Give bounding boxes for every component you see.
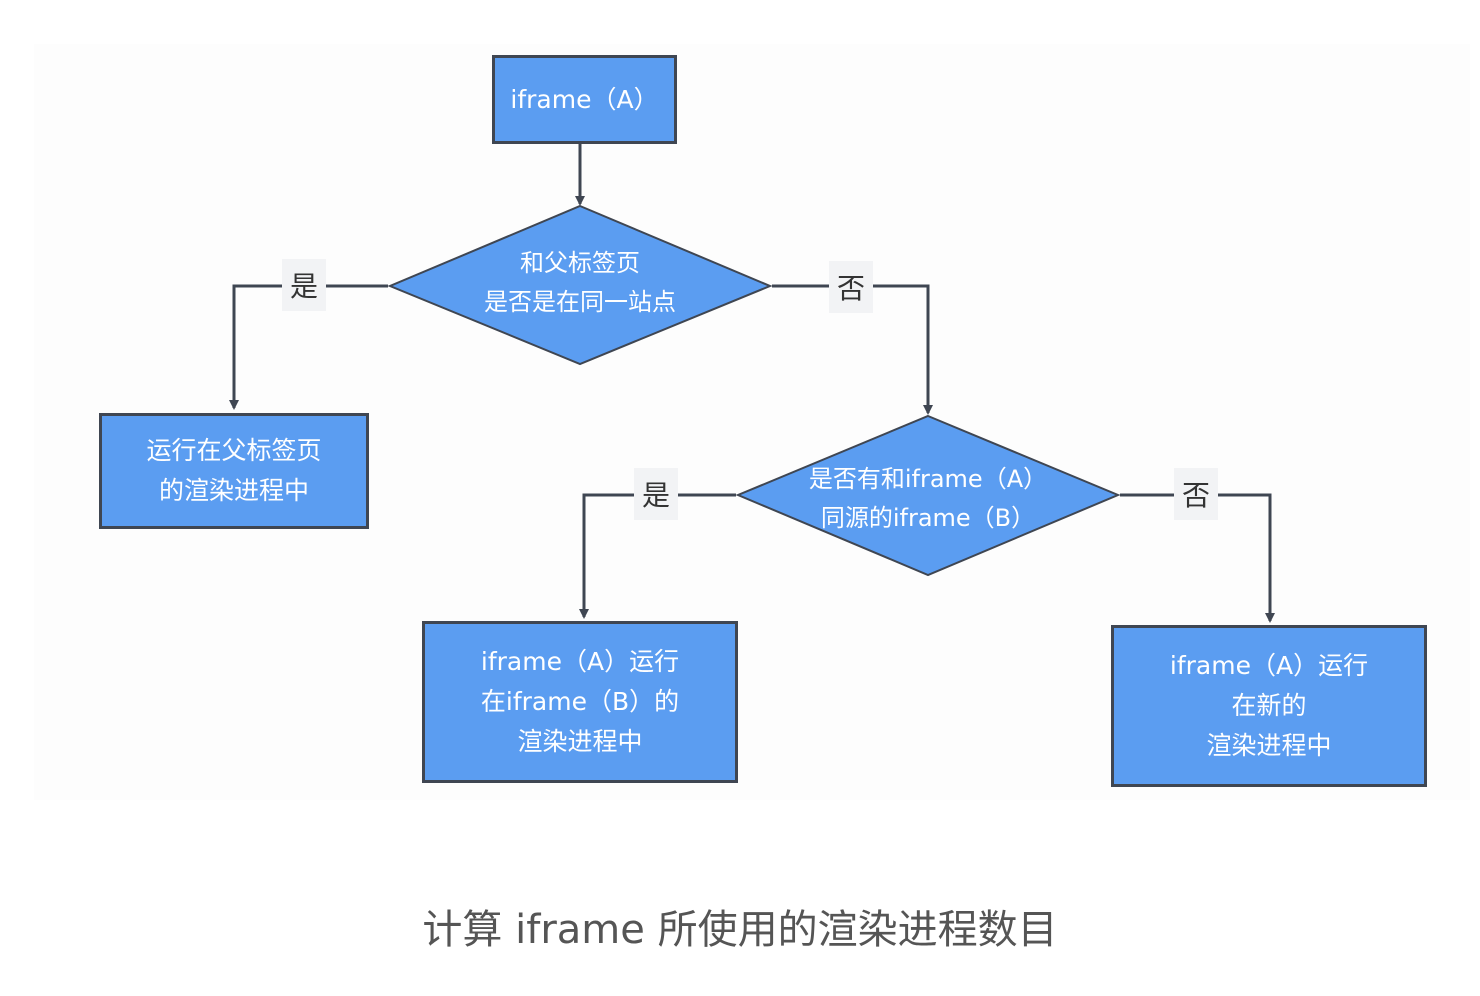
parent-process-line1: 运行在父标签页 [146,436,322,465]
new-process-line3: 渲染进程中 [1206,731,1332,760]
decision2-line2: 同源的iframe（B） [820,504,1036,532]
new-process-node: iframe（A）运行 在新的 渲染进程中 [1111,625,1427,787]
same-origin-line2: 在iframe（B）的 [480,687,680,716]
decision2-node: 是否有和iframe（A） 同源的iframe（B） [768,460,1088,538]
decision2-diamond [735,414,1121,577]
parent-process-node: 运行在父标签页 的渲染进程中 [99,413,369,529]
edge-decision2-yes [579,493,736,619]
edge-label-d1-yes: 是 [282,259,326,311]
decision2-line1: 是否有和iframe（A） [808,465,1048,493]
decision1-diamond [387,204,773,366]
same-origin-process-node: iframe（A）运行 在iframe（B）的 渲染进程中 [422,621,738,783]
edge-decision2-no [1120,493,1275,623]
edge-label-d2-no: 否 [1174,468,1218,520]
edge-label-d2-yes: 是 [634,468,678,520]
new-process-line2: 在新的 [1231,691,1307,720]
decision1-line2: 是否是在同一站点 [484,288,676,316]
decision1-line1: 和父标签页 [520,249,640,277]
edge-decision1-yes [229,284,388,410]
figure-caption: 计算 iframe 所使用的渲染进程数目 [422,907,1058,953]
start-node-text: iframe（A） [510,84,659,114]
same-origin-line1: iframe（A）运行 [480,647,680,676]
parent-process-line2: 的渲染进程中 [158,476,309,505]
edge-decision1-no [772,284,933,415]
decision1-node: 和父标签页 是否是在同一站点 [430,244,730,322]
same-origin-line3: 渲染进程中 [517,727,643,756]
new-process-line1: iframe（A）运行 [1169,651,1369,680]
edge-label-d1-no: 否 [829,261,873,313]
start-node: iframe（A） [492,55,677,144]
